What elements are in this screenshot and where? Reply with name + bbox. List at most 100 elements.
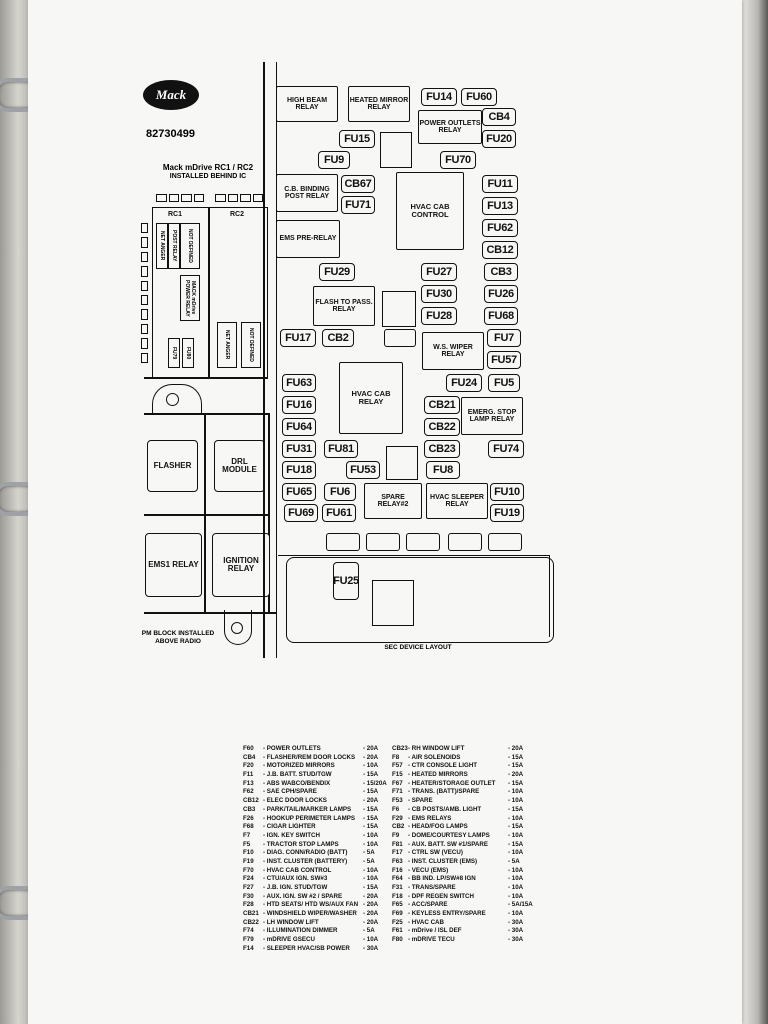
legend-fuse-id-2: F80 <box>392 936 403 944</box>
power-outlets-relay: POWER OUTLETS RELAY <box>418 110 482 144</box>
fuse-fu27: FU27 <box>421 263 457 281</box>
legend-circuit-2: - DPF REGEN SWITCH <box>408 892 474 900</box>
fuse-fu81: FU81 <box>324 440 358 458</box>
legend-circuit-2: - TRANS/SPARE <box>408 884 456 891</box>
breaker-cb67: CB67 <box>341 175 375 193</box>
ignition-relay: IGNITION RELAY <box>212 533 270 597</box>
legend-circuit-2: - CTR CONSOLE LIGHT <box>408 762 478 770</box>
legend-rating-2: - 15A <box>508 779 524 787</box>
legend-row: F14- SLEEPER HVAC/SB POWER- 30A <box>243 945 543 954</box>
fuse-fu28: FU28 <box>421 307 457 325</box>
legend-fuse-id-2 <box>392 945 408 954</box>
legend-rating-2: - 10A <box>508 849 524 857</box>
sec-empty-socket-4 <box>386 446 418 480</box>
legend-circuit-2: - HEAD/FOG LAMPS <box>408 823 468 831</box>
legend-rating-2: - 15A <box>508 823 524 831</box>
legend-circuit-2: - mDRIVE TECU <box>408 936 455 944</box>
legend-fuse-id: F19 <box>243 857 254 865</box>
rc1-relay-3: NOT DEFINED <box>180 223 200 269</box>
fuse-fu57: FU57 <box>487 351 521 369</box>
high-beam-relay: HIGH BEAM RELAY <box>276 86 338 122</box>
legend-fuse-id: F68 <box>243 823 254 831</box>
legend-fuse-id-2: F9 <box>392 831 400 839</box>
rc1-connector <box>156 194 204 202</box>
legend-rating: - 5A <box>363 857 375 865</box>
legend-fuse-id-2: F71 <box>392 788 403 796</box>
legend-rating: - 5A <box>363 927 375 935</box>
rc1-relay-2: POST RELAY <box>168 223 180 269</box>
legend-rating: - 20A <box>363 918 379 926</box>
fuse-fu13: FU13 <box>482 197 518 215</box>
sec-empty-socket-2 <box>382 291 416 327</box>
legend-circuit: - HOOKUP PERIMETER LAMPS <box>263 814 356 822</box>
fuse-fu8: FU8 <box>426 461 460 479</box>
sec-empty-slot-5 <box>488 533 522 551</box>
legend-rating-2: - 10A <box>508 866 524 874</box>
legend-circuit: - J.B. IGN. STUD/TGW <box>263 884 328 891</box>
legend-rating: - 20A <box>363 910 379 918</box>
legend-rating-2: - 10A <box>508 875 524 883</box>
legend-fuse-id-2: F29 <box>392 814 403 822</box>
flasher-relay: FLASHER <box>147 440 198 492</box>
legend-fuse-id: F79 <box>243 936 254 944</box>
breaker-cb12: CB12 <box>482 241 518 259</box>
legend-circuit: - INST. CLUSTER (BATTERY) <box>263 857 348 865</box>
legend-fuse-id: F26 <box>243 814 254 822</box>
fuse-fu60: FU60 <box>461 88 497 106</box>
legend-fuse-id-2: F8 <box>392 753 400 761</box>
legend-circuit-2: - HEATED MIRRORS <box>408 771 468 779</box>
legend-circuit-2: - HVAC CAB <box>408 918 444 926</box>
legend-rating-2: - 10A <box>508 884 524 891</box>
pm-mount-tab <box>152 384 202 415</box>
legend-rating: - 10A <box>363 936 379 944</box>
pm-caption: PM BLOCK INSTALLED ABOVE RADIO <box>133 630 223 646</box>
legend-rating-2: - 10A <box>508 814 524 822</box>
legend-circuit-2: - HEATER/STORAGE OUTLET <box>408 779 496 787</box>
legend-circuit-2: - TRANS. (BATT)/SPARE <box>408 788 480 796</box>
breaker-cb22: CB22 <box>424 418 460 436</box>
legend-fuse-id-2: F6 <box>392 805 400 813</box>
fuse-fu26: FU26 <box>484 285 518 303</box>
legend-circuit-2: - SPARE <box>408 797 433 805</box>
legend-rating: - 30A <box>363 944 379 952</box>
legend-rating-2: - 30A <box>508 936 524 944</box>
spare-relay-2: SPARE RELAY#2 <box>364 483 422 519</box>
legend-circuit-2: - INST. CLUSTER (EMS) <box>408 857 478 865</box>
legend-rating: - 15A <box>363 805 379 813</box>
rc2-relay-1: NET ANGER <box>217 322 237 368</box>
legend-fuse-id-2: F65 <box>392 901 403 909</box>
legend-fuse-id-2: F81 <box>392 840 403 848</box>
fuse-fu65: FU65 <box>282 483 316 501</box>
sec-empty-socket-3 <box>384 329 416 347</box>
fuse-fu9: FU9 <box>318 151 350 169</box>
hvac-sleeper-relay: HVAC SLEEPER RELAY <box>426 483 488 519</box>
legend-circuit-2: - EMS RELAYS <box>408 814 452 822</box>
legend-circuit: - SLEEPER HVAC/SB POWER <box>263 944 350 952</box>
legend-rating-2: - 10A <box>508 797 524 805</box>
legend-circuit: - J.B. BATT. STUD/TGW <box>263 771 332 779</box>
ems-pre-relay: EMS PRE-RELAY <box>276 220 340 258</box>
rc2-label: RC2 <box>230 211 245 218</box>
mack-logo: Mack <box>143 80 199 110</box>
legend-fuse-id-2: F64 <box>392 875 403 883</box>
legend-fuse-id: F60 <box>243 745 254 752</box>
legend-circuit: - LH WINDOW LIFT <box>263 918 319 926</box>
fuse-fu62: FU62 <box>482 219 518 237</box>
fuse-fu10: FU10 <box>490 483 524 501</box>
legend-fuse-id: F70 <box>243 866 254 874</box>
fuse-fu29: FU29 <box>319 263 355 281</box>
fuse-fu5: FU5 <box>488 374 520 392</box>
emerg-stop-lamp-relay: EMERG. STOP LAMP RELAY <box>461 397 523 435</box>
legend-rating-2: - 20A <box>508 745 524 752</box>
legend-fuse-id-2: F69 <box>392 910 403 918</box>
fuse-fu69: FU69 <box>284 504 318 522</box>
legend-rating-2: - 15A <box>508 753 524 761</box>
